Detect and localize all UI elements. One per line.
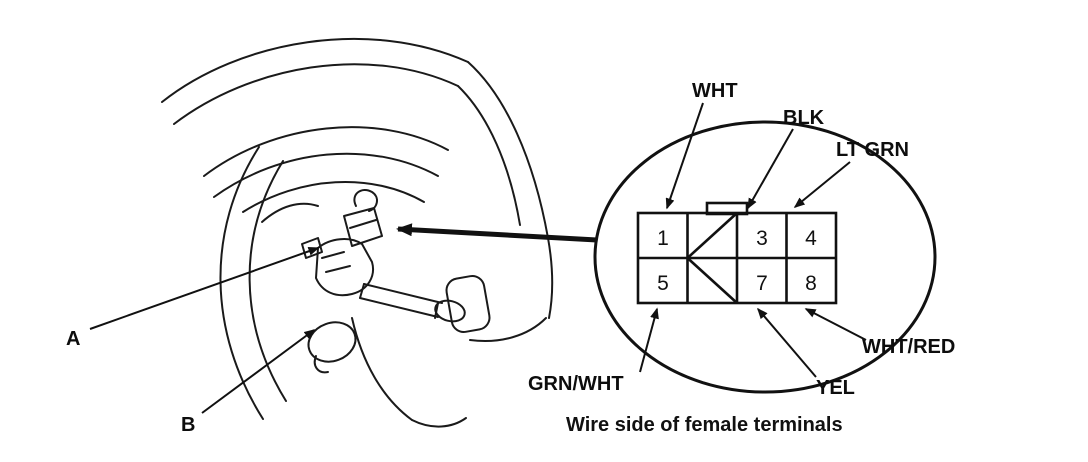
a-pillar-curve-inner	[457, 85, 521, 226]
dash-mid-curve-2	[213, 152, 439, 198]
a-pillar-curve	[467, 61, 554, 319]
terminal-cell-4: 4	[805, 227, 817, 250]
detail-pointer-arrow	[396, 223, 598, 243]
detail-circle-outline	[593, 120, 937, 394]
callout-b: B	[181, 329, 316, 436]
terminal-cell-1: 1	[657, 227, 669, 250]
callout-a-label: A	[66, 328, 80, 350]
blk-arrow	[747, 128, 794, 210]
wire-label-yel: YEL	[757, 307, 855, 399]
wheel-rim-inner	[248, 160, 287, 402]
dash-lower-curve	[469, 317, 547, 342]
switch-housing-line-1	[321, 251, 345, 259]
blk-label: BLK	[783, 107, 825, 129]
terminal-cell-5: 5	[657, 272, 669, 295]
terminal-cell-8: 8	[805, 272, 817, 295]
callout-a: A	[66, 246, 320, 350]
switch-connector-seam	[349, 219, 377, 229]
wire-label-wht-red: WHT/RED	[804, 308, 955, 358]
terminal-cell-7: 7	[756, 272, 768, 295]
lt-grn-label: LT GRN	[836, 139, 909, 161]
column-lower-part	[307, 321, 357, 363]
column-shroud-curve	[351, 317, 413, 421]
grn-wht-arrow	[639, 307, 659, 373]
wheel-rim-outer	[219, 146, 264, 420]
stalk-knob-line	[434, 302, 439, 319]
blank-cavity-slash-bottom	[686, 257, 738, 304]
wht-red-arrow	[804, 308, 867, 341]
dash-mid-curve-1	[203, 126, 449, 177]
stalk-top-edge	[363, 283, 443, 304]
callout-b-label: B	[181, 414, 195, 436]
grn-wht-label: GRN/WHT	[528, 373, 624, 395]
wire-label-lt-grn: LT GRN	[793, 139, 909, 208]
wht-red-label: WHT/RED	[862, 336, 955, 358]
callout-a-arrow	[89, 246, 320, 330]
yel-label: YEL	[816, 377, 855, 399]
terminal-cell-3: 3	[756, 227, 768, 250]
steering-wheel	[219, 146, 319, 420]
wheel-spoke-line	[261, 202, 319, 223]
column-shroud-curve-2	[411, 417, 467, 428]
switch-connector-clip	[353, 188, 378, 212]
combination-switch	[301, 188, 467, 428]
switch-connector-body	[343, 207, 383, 247]
caption: Wire side of female terminals	[566, 414, 843, 436]
wht-arrow	[665, 102, 704, 210]
column-lower-tail	[313, 355, 329, 374]
wht-label: WHT	[692, 80, 738, 102]
connector-pinout: 1 3 4 5 7 8	[636, 201, 838, 305]
stalk-bottom-edge	[359, 297, 439, 318]
switch-housing	[315, 238, 374, 297]
stalk-knob	[434, 299, 466, 323]
dash-vent-panel	[445, 275, 491, 333]
yel-arrow	[757, 307, 817, 378]
dash-top-curve-inner	[173, 63, 459, 125]
wire-label-blk: BLK	[747, 107, 825, 210]
blank-cavity-slash-top	[686, 212, 738, 259]
dash-top-curve-outer	[161, 37, 469, 103]
stalk-base	[359, 283, 365, 299]
callout-b-arrow	[201, 329, 316, 414]
wire-label-wht: WHT	[665, 80, 738, 210]
connector-detail-circle	[593, 120, 937, 394]
wiper-stalk	[359, 283, 466, 323]
lt-grn-arrow	[793, 161, 851, 208]
wire-label-grn-wht: GRN/WHT	[528, 307, 659, 395]
switch-housing-line-2	[325, 265, 351, 273]
